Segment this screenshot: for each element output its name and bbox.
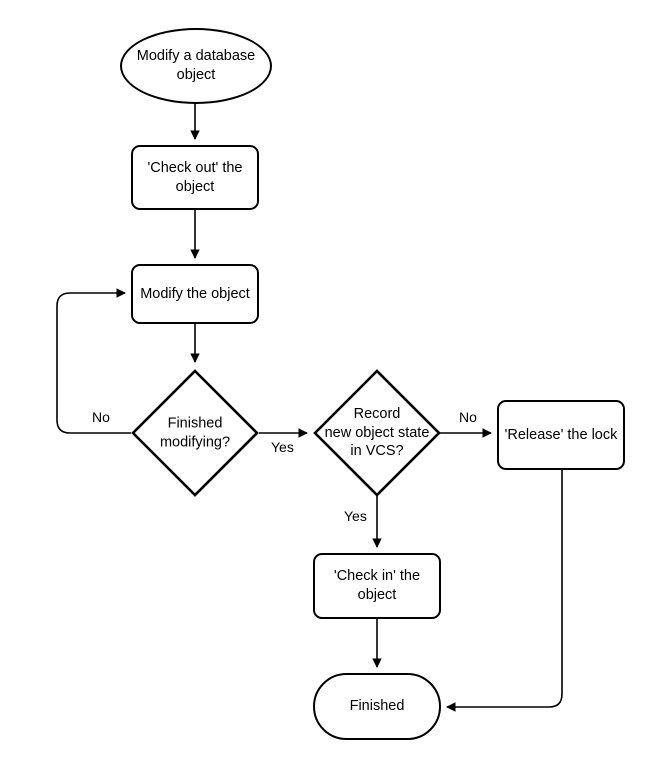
node-finished-modifying[interactable]: Finished modifying?: [131, 369, 259, 497]
edge-label-vcs-no: No: [459, 409, 477, 425]
edge-release-lock-to-finished: [446, 470, 563, 712]
node-check-out[interactable]: 'Check out' the object: [131, 145, 259, 210]
diamond-shape-record-vcs: [313, 369, 441, 497]
edge-label-modifying-yes: Yes: [271, 439, 294, 455]
edge-label-vcs-yes: Yes: [344, 508, 367, 524]
edge-finished-modifying-no-loopback: [56, 288, 131, 434]
edge-label-modifying-no: No: [92, 409, 110, 425]
node-finished[interactable]: Finished: [313, 673, 441, 740]
node-record-vcs[interactable]: Record new object state in VCS?: [313, 369, 441, 497]
node-modify-object[interactable]: Modify the object: [131, 264, 259, 324]
diamond-shape-finished-modifying: [131, 369, 259, 497]
node-check-in[interactable]: 'Check in' the object: [313, 553, 441, 619]
node-release-lock[interactable]: 'Release' the lock: [497, 400, 625, 470]
node-start[interactable]: Modify a database object: [120, 28, 272, 104]
